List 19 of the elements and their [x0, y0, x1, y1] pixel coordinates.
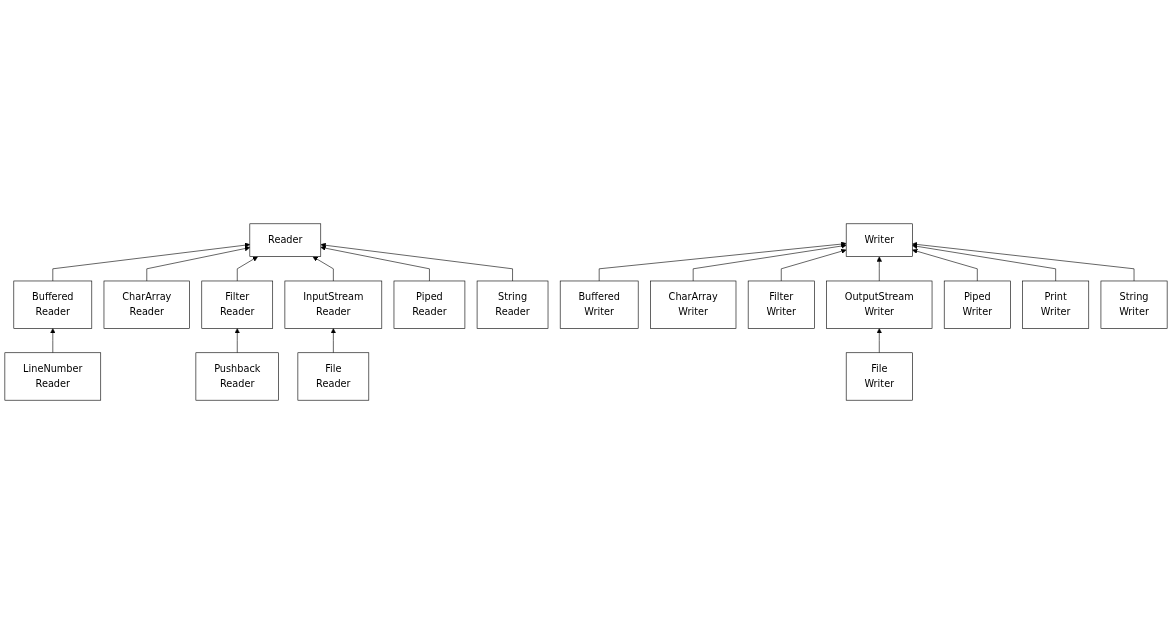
- node-box: Pushback Reader: [195, 352, 279, 401]
- node-box: String Reader: [476, 280, 549, 329]
- node-box: Filter Reader: [201, 280, 274, 329]
- node-box: File Reader: [297, 352, 370, 401]
- node-box: Buffered Reader: [13, 280, 93, 329]
- node-box: Writer: [845, 223, 913, 257]
- node-box: CharArray Reader: [103, 280, 190, 329]
- node-box: OutputStream Writer: [826, 280, 933, 329]
- node-box: Reader: [249, 223, 322, 257]
- node-box: Buffered Writer: [559, 280, 639, 329]
- node-box: Print Writer: [1022, 280, 1090, 329]
- node-box: LineNumber Reader: [4, 352, 102, 401]
- node-box: String Writer: [1100, 280, 1168, 329]
- node-box: File Writer: [845, 352, 913, 401]
- node-box: InputStream Reader: [284, 280, 383, 329]
- node-box: CharArray Writer: [650, 280, 737, 329]
- node-box: Piped Reader: [393, 280, 466, 329]
- node-box: Filter Writer: [747, 280, 815, 329]
- node-box: Piped Writer: [943, 280, 1011, 329]
